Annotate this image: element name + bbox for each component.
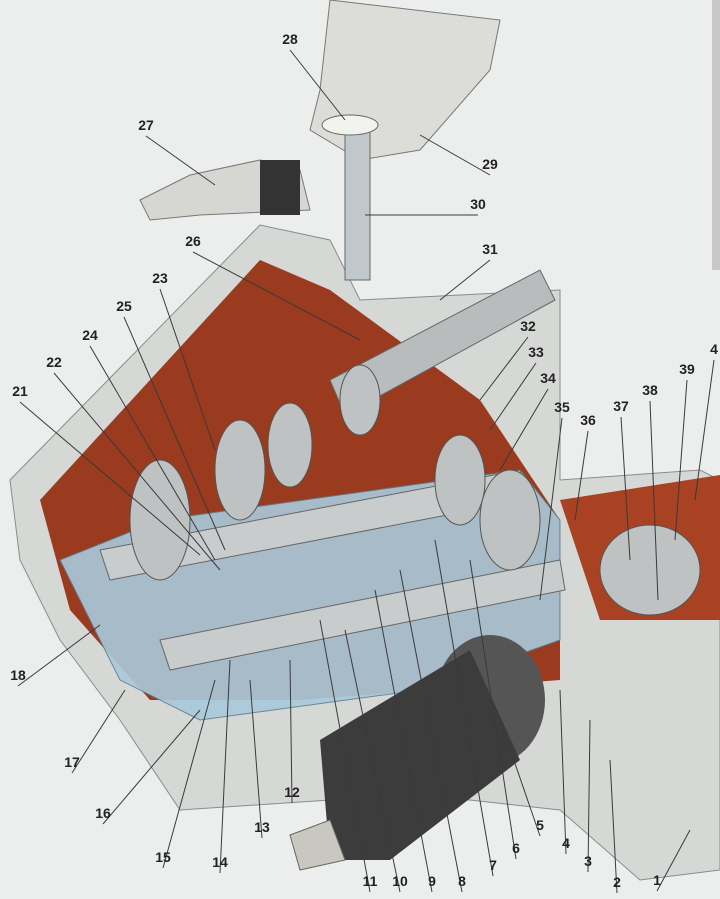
drive-stub (289, 819, 346, 871)
leader-line (192, 251, 361, 341)
leader-line (102, 709, 201, 825)
callout-label: 28 (282, 31, 298, 47)
leader-line (434, 539, 494, 877)
callout-label: 32 (520, 318, 536, 334)
callout-label: 37 (613, 398, 629, 414)
callout-label: 4 (562, 835, 570, 851)
callout-label: 13 (254, 819, 270, 835)
callout-label: 17 (64, 754, 80, 770)
leader-line (399, 569, 463, 893)
leader-line (19, 401, 201, 556)
callout-label: 6 (512, 840, 520, 856)
callout-label: 25 (116, 298, 132, 314)
shafts (99, 269, 566, 671)
callouts: 1234567891011121314151617182122232425262… (10, 31, 718, 894)
callout-label: 33 (528, 344, 544, 360)
leader-line (574, 430, 589, 521)
callout-label: 9 (428, 873, 436, 889)
leader-line (439, 259, 491, 301)
gears (129, 364, 701, 616)
leader-line (649, 400, 659, 601)
leader-line (656, 829, 691, 892)
callout-label: 18 (10, 667, 26, 683)
leader-line (374, 589, 433, 893)
callout-label: 10 (392, 873, 408, 889)
callout-label: 24 (82, 327, 98, 343)
callout-label: 26 (185, 233, 201, 249)
leader-line (499, 388, 549, 471)
callout-label: 22 (46, 354, 62, 370)
callout-label: 12 (284, 784, 300, 800)
leader-line (289, 659, 293, 804)
leader-line (559, 689, 567, 855)
page-edge (712, 0, 720, 270)
callout-label: 5 (536, 817, 544, 833)
drive-boot (289, 635, 545, 871)
leader-line (539, 417, 563, 601)
secondary-shaft (159, 559, 566, 671)
rubber-mount (260, 160, 300, 215)
callout-label: 36 (580, 412, 596, 428)
callout-label: 34 (540, 370, 556, 386)
bracket (139, 0, 501, 281)
leader-line (609, 759, 618, 894)
callout-label: 8 (458, 873, 466, 889)
leader-line (53, 372, 221, 571)
callout-label: 23 (152, 270, 168, 286)
leader-line (289, 49, 346, 121)
leader-line (499, 719, 541, 837)
leader-line (145, 135, 216, 186)
callout-label: 27 (138, 117, 154, 133)
leader-line (249, 679, 263, 839)
leader-line (71, 689, 126, 774)
leader-line (419, 134, 491, 176)
callout-label: 16 (95, 805, 111, 821)
leader-line (219, 659, 231, 874)
callout-label: 21 (12, 383, 28, 399)
leader-line (123, 316, 226, 551)
callout-label: 14 (212, 854, 228, 870)
leader-line (162, 679, 216, 869)
leader-line (674, 379, 688, 541)
leader-line (694, 359, 715, 501)
callout-label: 7 (489, 857, 497, 873)
callout-label: 39 (679, 361, 695, 377)
leader-line (344, 629, 401, 893)
leader-line (159, 288, 216, 451)
callout-label: 3 (584, 853, 592, 869)
callout-label: 11 (363, 873, 378, 889)
shift-rod (344, 119, 371, 281)
leader-line (620, 416, 631, 561)
callout-label: 15 (155, 849, 171, 865)
callout-label: 31 (482, 241, 498, 257)
callout-label: 38 (642, 382, 658, 398)
leader-line (587, 719, 591, 873)
callout-label: 4 (710, 341, 718, 357)
callout-label: 29 (482, 156, 498, 172)
callout-label: 2 (613, 874, 621, 890)
callout-label: 35 (554, 399, 570, 415)
callout-label: 1 (653, 872, 661, 888)
callout-label: 30 (470, 196, 486, 212)
leader-line (489, 362, 537, 431)
leader-line (89, 345, 216, 561)
leader-line (479, 336, 529, 401)
leader-line (319, 619, 371, 893)
leader-line (17, 624, 101, 687)
leader-line (469, 559, 517, 860)
